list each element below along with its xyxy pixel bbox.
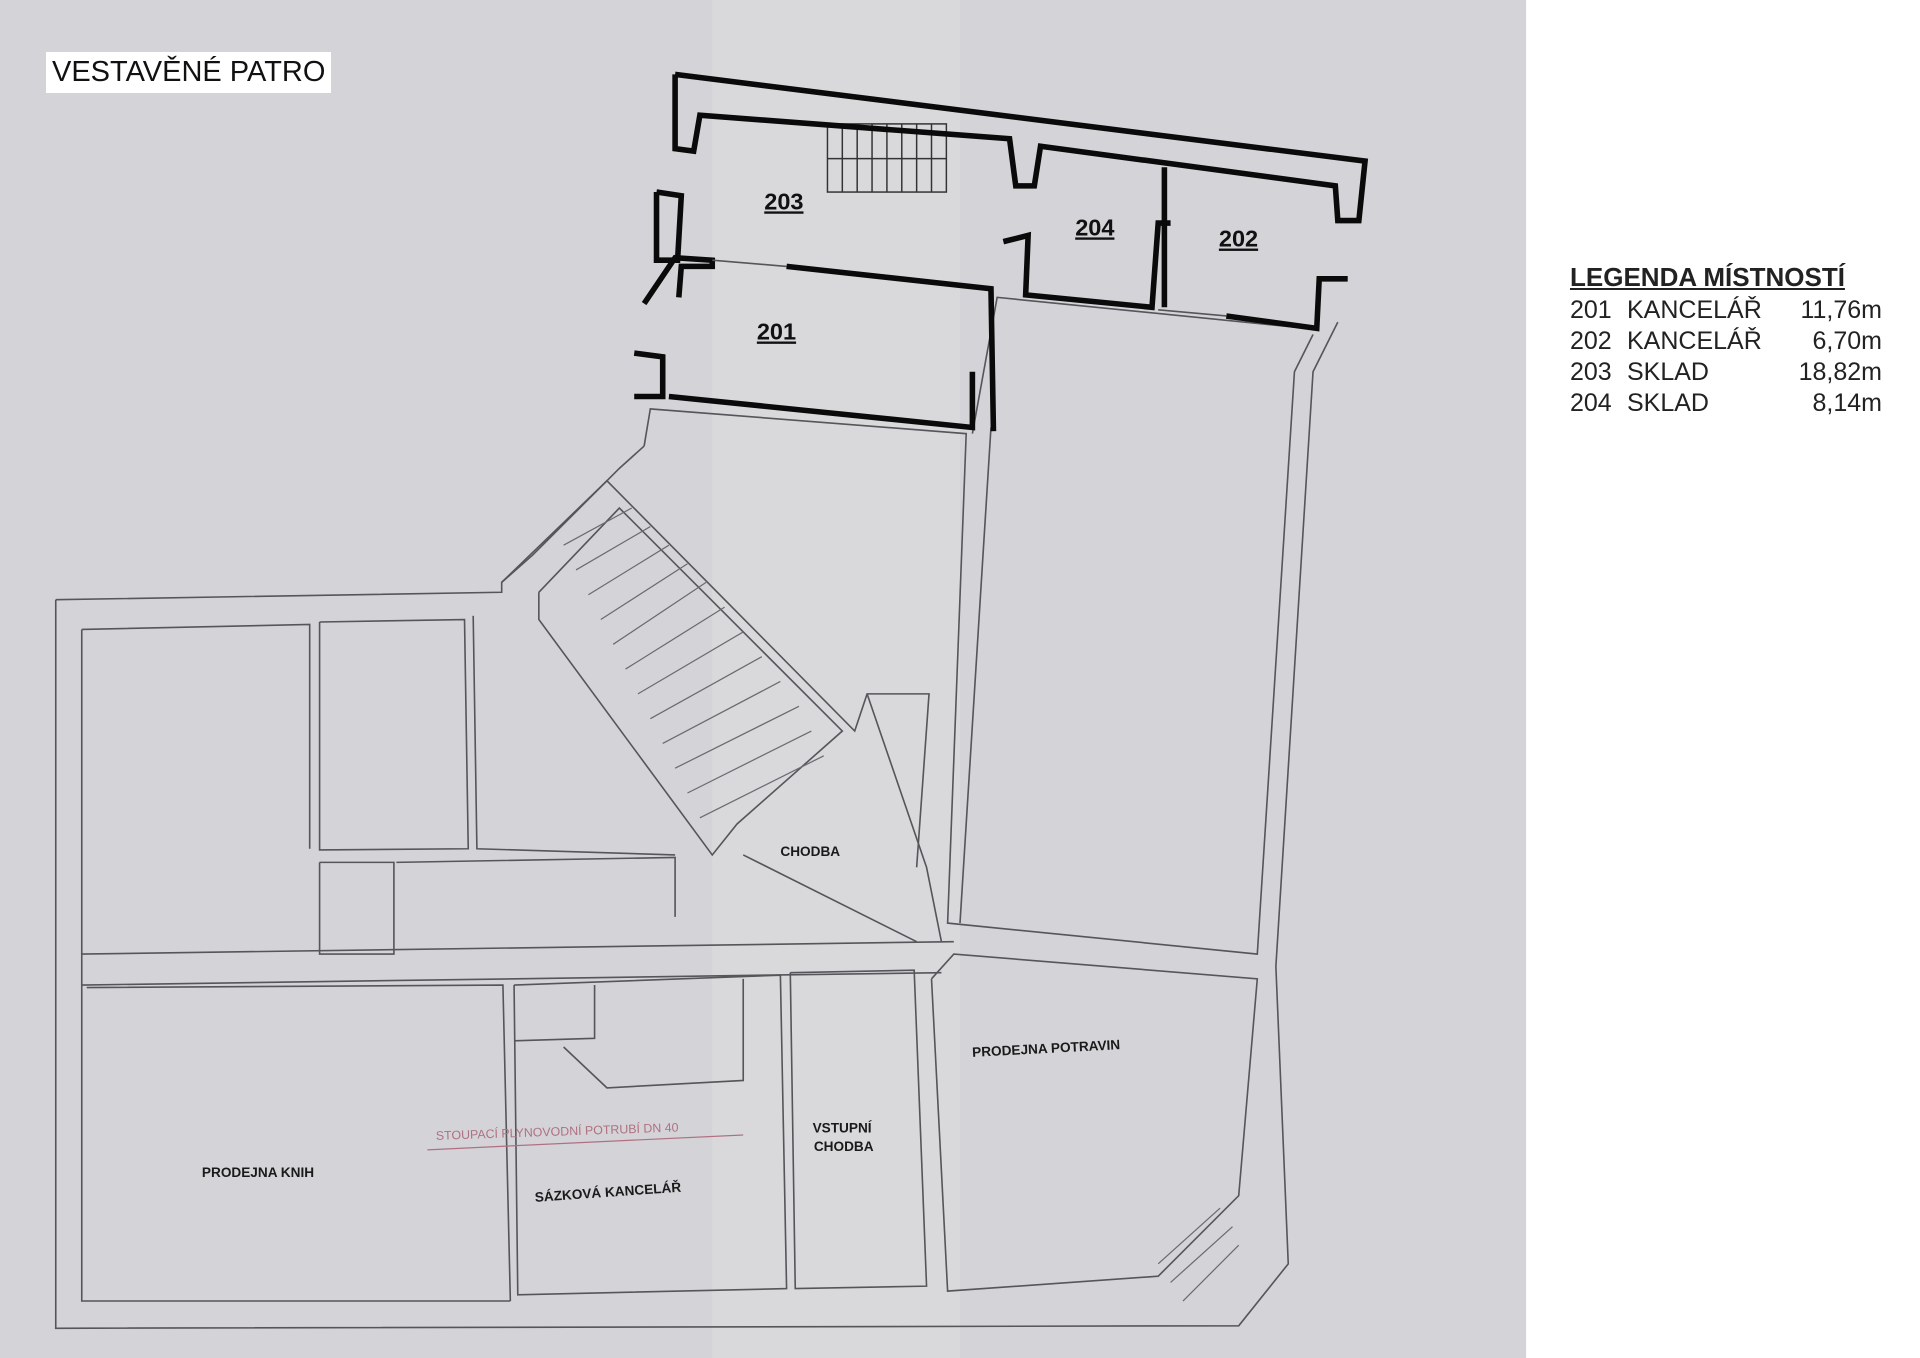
legend-row: 202 KANCELÁŘ 6,70m — [1570, 326, 1882, 357]
legend-heading: LEGENDA MÍSTNOSTÍ — [1570, 262, 1845, 292]
room-labels-lower: CHODBA PRODEJNA POTRAVIN PRODEJNA KNIH S… — [202, 844, 1121, 1205]
vstupni-label: VSTUPNÍ — [813, 1120, 873, 1135]
room-202-label: 202 — [1219, 226, 1258, 252]
room-area: 8,14m — [1812, 389, 1882, 417]
stair-203 — [826, 123, 948, 193]
room-203-label: 203 — [764, 188, 803, 214]
paper-fold — [712, 0, 960, 1358]
new-walls — [633, 71, 1369, 432]
existing-walls — [54, 296, 1339, 1330]
room-area: 18,82m — [1798, 358, 1882, 386]
room-area: 11,76m — [1800, 296, 1882, 324]
room-area: 6,70m — [1812, 327, 1882, 355]
room-number: 204 — [1570, 389, 1612, 417]
room-204-label: 204 — [1075, 214, 1114, 240]
vstupni-chodba-label: CHODBA — [814, 1139, 874, 1154]
room-number: 202 — [1570, 327, 1612, 355]
room-number: 201 — [1570, 296, 1612, 324]
legend-row: 204 SKLAD 8,14m — [1570, 388, 1882, 419]
room-name: KANCELÁŘ — [1627, 296, 1762, 324]
legend-row: 201 KANCELÁŘ 11,76m — [1570, 295, 1882, 326]
room-labels-upper: 203 201 204 202 — [757, 188, 1258, 344]
prodejna-knih-label: PRODEJNA KNIH — [202, 1165, 314, 1180]
room-name: KANCELÁŘ — [1627, 327, 1762, 355]
chodba-label: CHODBA — [780, 844, 840, 859]
room-number: 203 — [1570, 358, 1612, 386]
room-name: SKLAD — [1627, 358, 1709, 386]
room-201-label: 201 — [757, 318, 796, 344]
room-name: SKLAD — [1627, 389, 1709, 417]
page-title: VESTAVĚNÉ PATRO — [46, 52, 332, 93]
stair-treads — [563, 507, 1240, 1302]
legend-row: 203 SKLAD 18,82m — [1570, 357, 1882, 388]
